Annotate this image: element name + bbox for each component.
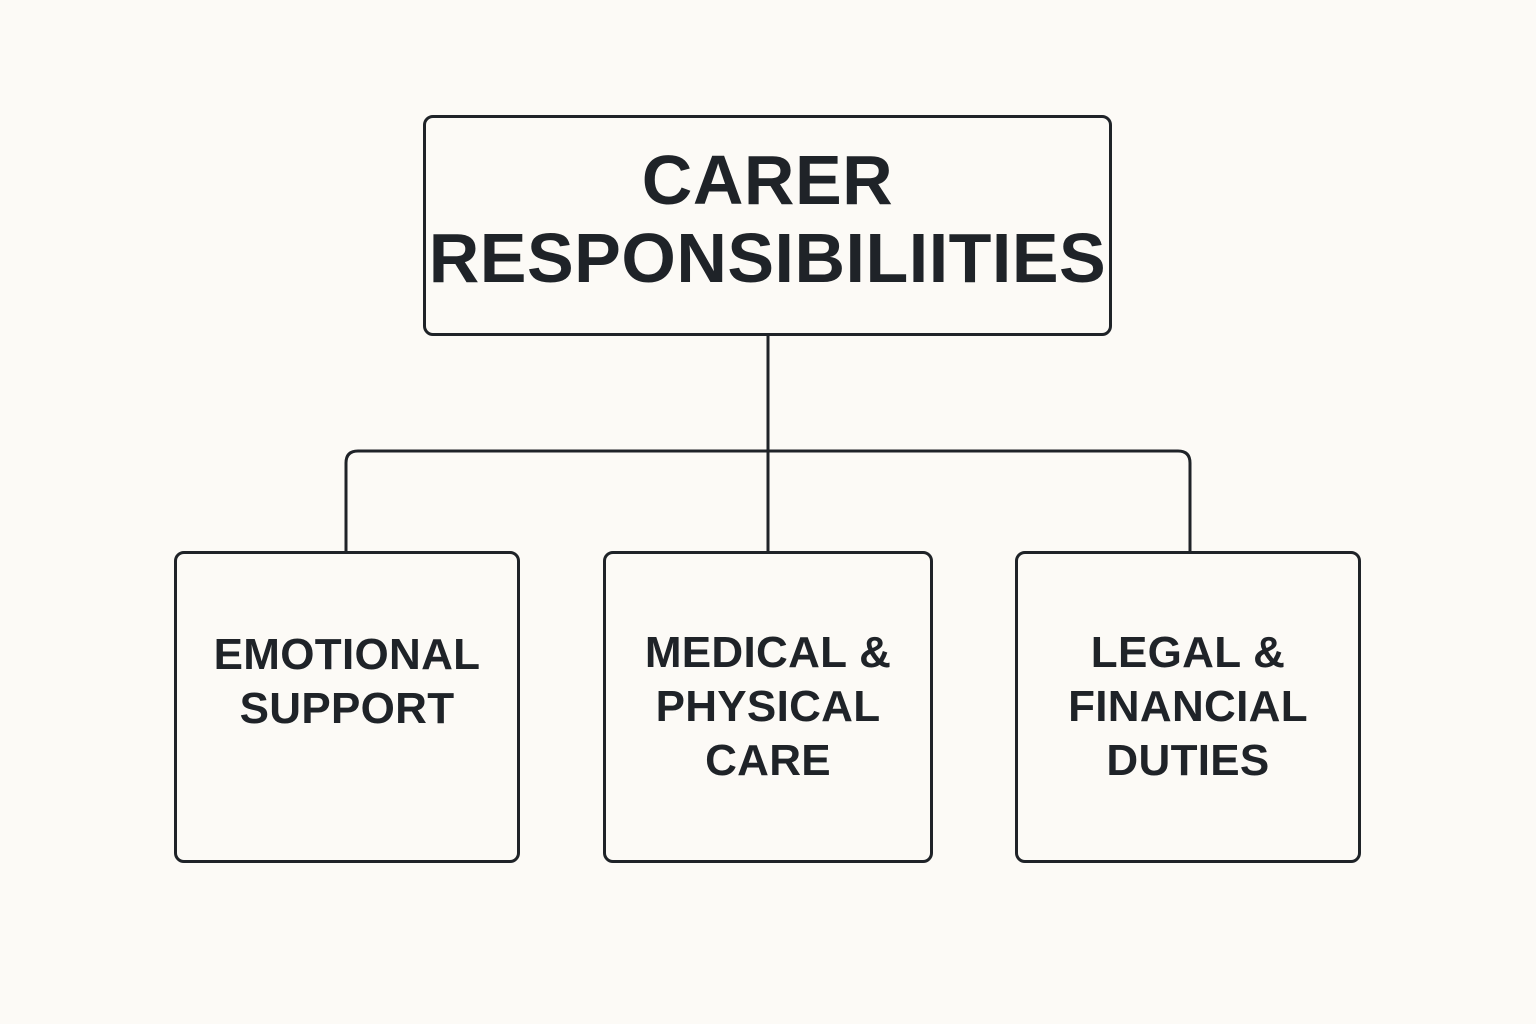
child-3-line-2: FINANCIAL: [1068, 682, 1308, 731]
child-node-emotional-support: EMOTIONAL SUPPORT: [174, 551, 520, 863]
root-title-line-1: CARER: [641, 140, 894, 219]
child-2-line-2: PHYSICAL: [655, 682, 881, 731]
child-3-line-3: DUTIES: [1106, 736, 1270, 785]
child-2-line-3: CARE: [705, 736, 831, 785]
child-node-medical-physical-care: MEDICAL & PHYSICAL CARE: [603, 551, 933, 863]
child-2-line-1: MEDICAL &: [644, 628, 892, 677]
child-node-legal-financial-duties: LEGAL & FINANCIAL DUTIES: [1015, 551, 1361, 863]
root-node-carer-responsibilities: CARER RESPONSIBILIITIES: [423, 115, 1112, 336]
child-1-line-1: EMOTIONAL: [213, 630, 481, 679]
child-3-line-1: LEGAL &: [1090, 628, 1286, 677]
root-title-line-2: RESPONSIBILIITIES: [428, 218, 1107, 297]
child-1-line-2: SUPPORT: [239, 684, 455, 733]
